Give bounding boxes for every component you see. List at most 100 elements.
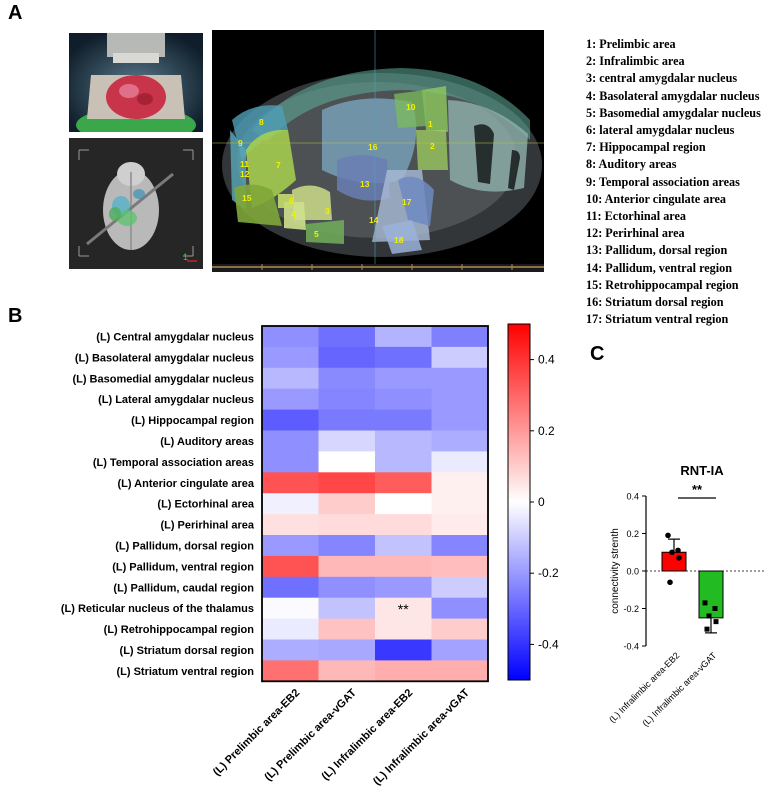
heatmap-cell xyxy=(262,639,319,661)
heatmap-cell xyxy=(318,493,376,515)
heatmap-cell xyxy=(431,639,489,661)
heatmap-cell xyxy=(262,660,319,682)
heatmap-row-label: (L) Basolateral amygdalar nucleus xyxy=(75,352,254,364)
region-label-5: 5 xyxy=(314,229,319,239)
heatmap-row-label: (L) Pallidum, ventral region xyxy=(112,561,254,573)
heatmap-cell xyxy=(262,388,319,411)
legend-item: 4: Basolateral amygdalar nucleus xyxy=(586,88,760,103)
heatmap-cell xyxy=(318,514,376,536)
heatmap-cell xyxy=(262,451,319,473)
legend-item: 14: Pallidum, ventral region xyxy=(586,260,733,275)
x-category-label: (L) Infralimbic area-EB2 xyxy=(607,650,681,724)
data-point xyxy=(669,549,675,556)
heatmap-cell xyxy=(431,660,489,682)
panel-label-c: C xyxy=(590,343,605,365)
heatmap-cell xyxy=(431,618,489,640)
heatmap-cell xyxy=(318,367,376,390)
region-label-12: 12 xyxy=(240,169,250,179)
heatmap-cell xyxy=(262,493,319,515)
heatmap-row-label: (L) Reticular nucleus of the thalamus xyxy=(61,603,254,615)
heatmap-cell xyxy=(318,555,376,578)
heatmap-row-label: (L) Retrohippocampal region xyxy=(104,624,255,636)
legend-item: 7: Hippocampal region xyxy=(586,140,706,155)
heatmap-cell xyxy=(375,493,432,515)
heatmap-cell xyxy=(318,430,376,452)
heatmap-cell xyxy=(375,660,432,682)
legend-item: 16: Striatum dorsal region xyxy=(586,295,724,310)
region-label-3: 3 xyxy=(325,206,330,216)
colorbar-tick-label: -0.2 xyxy=(538,566,559,580)
heatmap-cell xyxy=(431,535,489,557)
heatmap-cell xyxy=(375,430,432,452)
region-label-11: 11 xyxy=(240,159,249,169)
data-point xyxy=(665,532,671,539)
colorbar xyxy=(507,323,531,681)
heatmap-cell xyxy=(318,409,376,431)
data-point xyxy=(704,626,710,632)
heatmap-row-label: (L) Basomedial amygdalar nucleus xyxy=(72,373,254,385)
sagittal-section-image: 1 2 3 4 5 6 7 8 9 10 11 12 13 14 15 16 1… xyxy=(212,30,544,272)
heatmap-cell xyxy=(431,430,489,452)
heatmap-cell xyxy=(318,326,376,348)
scale-mark: 1 xyxy=(183,252,188,262)
heatmap-cell xyxy=(431,493,489,515)
heatmap-chart: (L) Central amygdalar nucleus (L) Basolat… xyxy=(61,323,559,788)
legend-item: 3: central amygdalar nucleus xyxy=(586,71,738,86)
heatmap-cell xyxy=(375,472,432,494)
heatmap-column-label: (L) Infralimbic area-EB2 xyxy=(320,687,416,783)
heatmap-row-label: (L) Perirhinal area xyxy=(160,520,254,532)
region-labels: 1 2 3 4 5 6 7 8 9 10 11 12 13 14 15 16 1… xyxy=(238,102,435,245)
heatmap-cell xyxy=(375,597,432,620)
heatmap-cell xyxy=(318,618,376,640)
heatmap-cell xyxy=(262,535,319,557)
heatmap-row-label: (L) Lateral amygdalar nucleus xyxy=(98,394,254,406)
heatmap-cell xyxy=(431,576,489,599)
heatmap-cell xyxy=(431,597,489,620)
heatmap-cell xyxy=(262,472,319,494)
legend-item: 11: Ectorhinal area xyxy=(586,209,686,224)
heatmap-row-label: (L) Ectorhinal area xyxy=(157,499,254,511)
data-point xyxy=(675,547,681,554)
heatmap-cell xyxy=(262,597,319,620)
heatmap-cell xyxy=(375,388,432,411)
heatmap-row-label: (L) Striatum dorsal region xyxy=(120,645,255,657)
surgery-photo-image xyxy=(69,33,203,132)
y-tick-label: 0.2 xyxy=(626,529,639,539)
legend-item: 5: Basomedial amygdalar nucleus xyxy=(586,105,761,120)
heatmap-cell xyxy=(431,388,489,411)
surgery-photo xyxy=(69,33,203,132)
heatmap-cell xyxy=(262,409,319,431)
panel-label-a: A xyxy=(8,2,23,24)
region-label-16: 16 xyxy=(368,142,378,152)
heatmap-cell xyxy=(375,618,432,640)
heatmap-cell xyxy=(431,367,489,390)
heatmap-row-label: (L) Hippocampal region xyxy=(131,415,254,427)
heatmap-frame xyxy=(261,325,489,683)
legend-item: 12: Perirhinal area xyxy=(586,226,685,241)
region-label-17: 17 xyxy=(402,197,412,207)
heatmap-row-label: (L) Auditory areas xyxy=(160,436,254,448)
heatmap-cell xyxy=(375,326,432,348)
legend-item: 8: Auditory areas xyxy=(586,157,677,172)
bar-chart-title: RNT-IA xyxy=(680,463,724,478)
panel-label-b: B xyxy=(8,305,23,327)
heatmap-cell xyxy=(431,555,489,578)
heatmap-cell xyxy=(431,472,489,494)
heatmap-cell xyxy=(431,346,489,369)
heatmap-cell xyxy=(318,535,376,557)
heatmap-cell xyxy=(318,576,376,599)
legend-item: 9: Temporal association areas xyxy=(586,174,740,189)
heatmap-cell xyxy=(318,472,376,494)
heatmap-row-label: (L) Central amygdalar nucleus xyxy=(96,331,254,343)
legend-item: 1: Prelimbic area xyxy=(586,37,676,51)
y-tick-label: -0.4 xyxy=(623,642,639,652)
heatmap-cell xyxy=(262,346,319,369)
legend-item: 13: Pallidum, dorsal region xyxy=(586,243,728,258)
region-label-15: 15 xyxy=(242,193,252,203)
region-label-7: 7 xyxy=(276,160,281,170)
region-label-14: 14 xyxy=(369,215,379,225)
heatmap-cell xyxy=(375,576,432,599)
region-label-18: 18 xyxy=(394,235,404,245)
